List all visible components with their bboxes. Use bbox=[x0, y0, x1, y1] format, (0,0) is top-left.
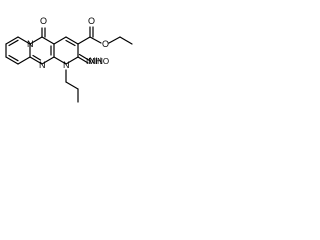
double-bond bbox=[8, 39, 19, 47]
bond bbox=[29, 56, 43, 65]
bond bbox=[89, 36, 102, 44]
bond bbox=[5, 56, 19, 65]
ester-carbonyl-oxygen-label: O bbox=[88, 16, 95, 26]
bond bbox=[29, 36, 43, 45]
ring-nitrogen-label: N bbox=[39, 60, 46, 70]
bond bbox=[41, 56, 55, 65]
double-bond bbox=[65, 39, 76, 47]
oxo-oxygen-label: O bbox=[40, 16, 47, 26]
bond bbox=[119, 36, 133, 45]
bond bbox=[17, 36, 31, 45]
bond bbox=[65, 56, 79, 65]
chemical-structure: O O O N N N NH IMINO bbox=[0, 0, 172, 116]
double-bond bbox=[78, 53, 91, 62]
bond bbox=[77, 36, 91, 45]
bond bbox=[53, 36, 67, 45]
imino-nh-label: NH bbox=[89, 56, 102, 66]
bond bbox=[65, 81, 79, 90]
bond bbox=[108, 36, 121, 44]
bond bbox=[53, 56, 67, 65]
bond bbox=[77, 56, 89, 64]
propyl-nitrogen-label: N bbox=[63, 60, 70, 70]
imino-label: IMINO bbox=[86, 57, 109, 66]
ester-ether-oxygen-label: O bbox=[102, 39, 109, 49]
double-bond bbox=[8, 54, 19, 62]
bond bbox=[5, 36, 19, 45]
double-bond bbox=[32, 54, 42, 61]
structure-svg: O O O N N N NH IMINO bbox=[5, 16, 133, 103]
bond bbox=[41, 36, 55, 45]
bond bbox=[17, 56, 31, 65]
bridgehead-nitrogen-label: N bbox=[27, 39, 34, 49]
bond bbox=[65, 36, 79, 45]
